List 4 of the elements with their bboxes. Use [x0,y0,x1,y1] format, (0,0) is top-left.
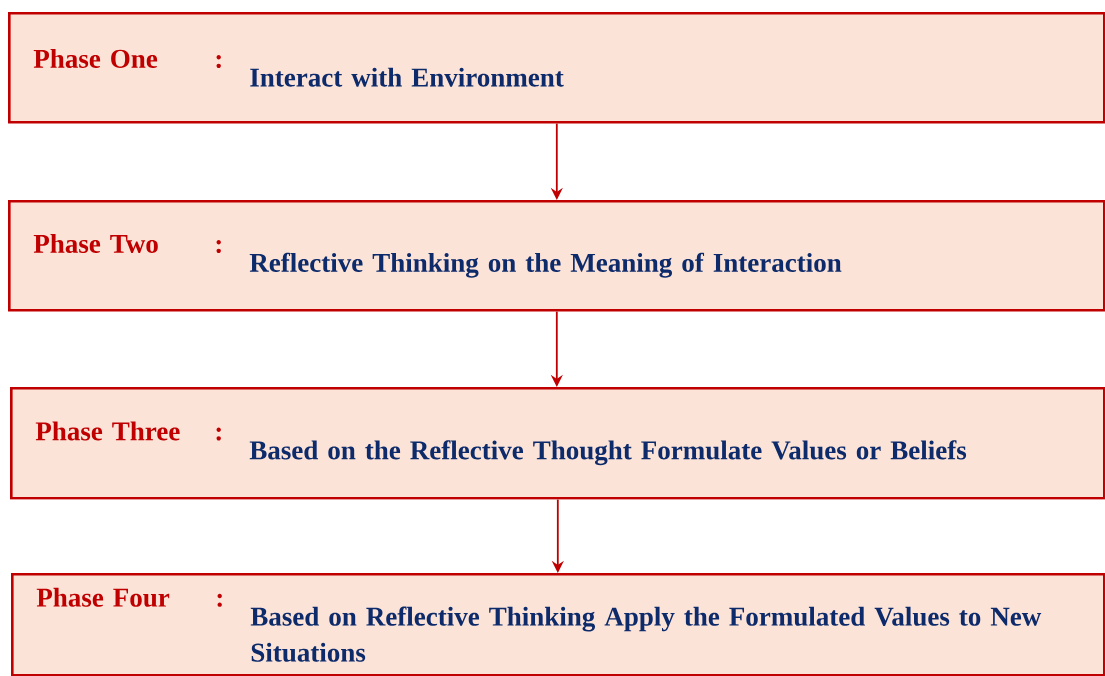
process-box: Phase Two : Reflective Thinking on the Meaning of Interaction [8,200,1105,312]
process-box: Phase Four : Based on Reflective Thinking Apply the Formulated Values to New Situations [11,573,1105,676]
process-box: Phase One : Interact with Environment [8,12,1105,124]
process-box: Phase Three : Based on the Reflective Thought Formulate Values or Beliefs [10,387,1105,500]
